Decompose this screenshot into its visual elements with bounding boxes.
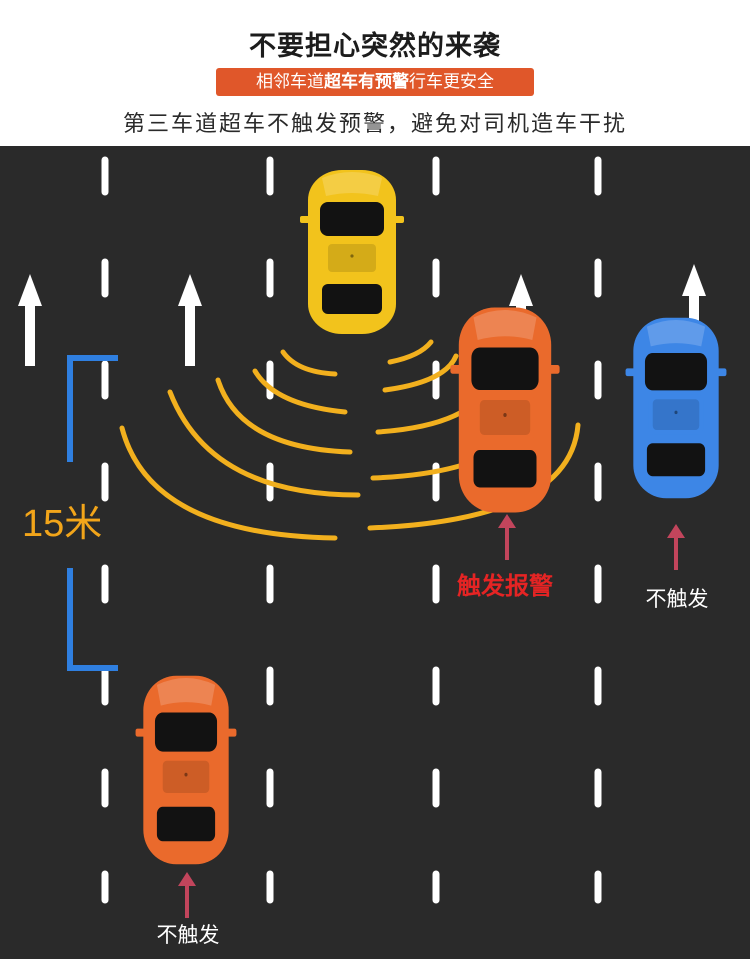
yellow-car-icon <box>300 170 404 334</box>
distance-label: 15米 <box>22 503 102 545</box>
page-title: 不要担心突然的来袭 <box>249 31 501 62</box>
header: 不要担心突然的来袭 相邻车道超车有预警行车更安全 第三车道超车不触发预警，避免对… <box>0 0 750 146</box>
no-trigger-label-bottom: 不触发 <box>157 923 220 947</box>
badge-prefix: 相邻车道 <box>256 72 324 92</box>
orange-car-rear-icon <box>135 675 237 865</box>
no-trigger-label-right: 不触发 <box>646 587 709 611</box>
feature-badge: 相邻车道超车有预警行车更安全 <box>216 68 534 96</box>
road-scene: 15米 触发报警 不触发 不触发 <box>0 146 750 959</box>
badge-highlight: 超车有预警 <box>324 72 409 92</box>
badge-suffix: 行车更安全 <box>409 72 494 92</box>
trigger-label: 触发报警 <box>457 572 553 600</box>
left-radar-waves <box>119 349 361 541</box>
orange-car-adjacent-icon <box>450 307 560 513</box>
distance-bracket <box>67 355 118 671</box>
page-subtitle: 第三车道超车不触发预警，避免对司机造车干扰 <box>122 112 627 137</box>
blue-car-icon <box>625 317 727 499</box>
